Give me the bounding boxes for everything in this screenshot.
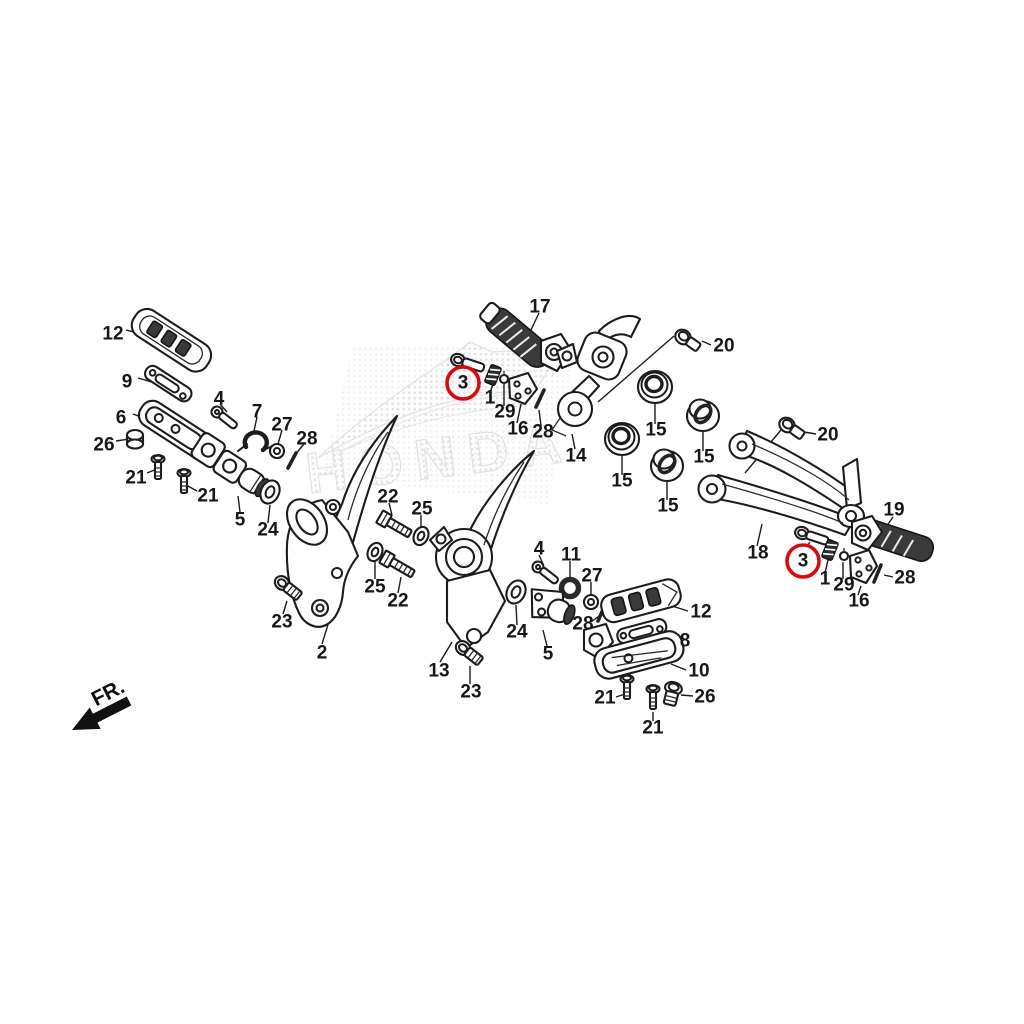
part-28-pin	[286, 451, 298, 470]
callout-20: 20	[817, 425, 838, 446]
callout-21: 21	[197, 486, 219, 507]
part-25-washer	[366, 541, 384, 563]
part-10-footrest	[593, 630, 685, 680]
part-16-plate	[848, 548, 879, 585]
part-27-washer	[582, 593, 600, 611]
callout-8: 8	[680, 631, 691, 652]
callout-17: 17	[529, 297, 550, 318]
callout-21: 21	[642, 718, 664, 739]
part-28-pin	[534, 388, 546, 409]
callout-11: 11	[561, 545, 582, 566]
callout-22: 22	[387, 591, 408, 612]
callout-16: 16	[848, 591, 869, 612]
callout-2: 2	[317, 643, 328, 664]
part-12-pad-rear	[600, 578, 682, 624]
callout-29: 29	[494, 402, 515, 423]
part-29-pin	[838, 548, 850, 562]
callout-16: 16	[507, 419, 528, 440]
part-17-footpeg	[479, 301, 573, 373]
part-4-pin	[529, 558, 562, 588]
callout-4: 4	[214, 389, 225, 410]
callout-15: 15	[645, 420, 667, 441]
part-12-pad-front	[130, 307, 213, 373]
part-21-bolt	[150, 453, 166, 481]
callout-13: 13	[428, 661, 449, 682]
part-18-bracket	[697, 429, 866, 537]
highlight-circle-3-right	[785, 543, 821, 579]
callout-23: 23	[460, 682, 481, 703]
highlight-circle-3-left	[445, 365, 481, 401]
part-15-bushing	[649, 447, 685, 483]
callout-28: 28	[296, 429, 317, 450]
callout-labels: 12 9 6 26 21 21 4 7 27 28 5 24 23 2 22 2…	[93, 297, 915, 739]
part-10-clevis-hole	[588, 632, 604, 648]
callout-21: 21	[125, 468, 147, 489]
callout-5: 5	[543, 644, 554, 665]
callout-29: 29	[833, 575, 854, 596]
fr-indicator: FR.	[72, 675, 132, 730]
callout-20: 20	[713, 336, 734, 357]
callout-28: 28	[894, 568, 915, 589]
part-15-bushing	[636, 369, 674, 405]
callout-14: 14	[565, 446, 587, 467]
callout-1: 1	[485, 388, 496, 409]
part-21-bolt	[176, 467, 192, 495]
callout-21: 21	[594, 688, 616, 709]
part-9-plate	[144, 364, 193, 403]
part-28-pin	[872, 563, 883, 584]
callout-3-circled: 3	[458, 373, 469, 394]
callout-15: 15	[657, 496, 679, 517]
callout-22: 22	[377, 487, 398, 508]
part-24-washer	[259, 479, 281, 505]
callout-25: 25	[364, 577, 386, 598]
callout-28: 28	[532, 422, 553, 443]
callout-15: 15	[693, 447, 715, 468]
callout-19: 19	[883, 500, 904, 521]
part-26-bolt	[662, 680, 683, 707]
part-24-washer	[505, 579, 527, 605]
part-11-oring	[558, 576, 582, 600]
part-2-bracket	[285, 414, 399, 628]
callout-12: 12	[102, 324, 123, 345]
callout-24: 24	[506, 622, 528, 643]
part-13-bracket	[428, 449, 536, 650]
part-20-bolt	[775, 413, 808, 443]
part-27-washer	[268, 442, 286, 460]
callout-6: 6	[116, 408, 127, 429]
callout-4: 4	[534, 539, 545, 560]
callout-9: 9	[122, 372, 133, 393]
callout-5: 5	[235, 510, 246, 531]
part-15-bushing	[685, 397, 721, 433]
part-6-footrest	[137, 399, 226, 469]
part-15-bushing	[603, 421, 641, 457]
part-19-footpeg	[850, 514, 935, 562]
part-5-pivot-rear	[530, 588, 576, 625]
callout-25: 25	[411, 499, 433, 520]
callout-27: 27	[581, 566, 602, 587]
part-25-washer	[412, 525, 430, 547]
callout-26: 26	[93, 435, 114, 456]
part-22-bolt	[375, 509, 415, 542]
callout-26: 26	[694, 687, 715, 708]
callout-10: 10	[688, 661, 709, 682]
callout-15: 15	[611, 471, 633, 492]
callout-28: 28	[572, 614, 593, 635]
part-16-plate	[507, 371, 539, 406]
callout-23: 23	[271, 612, 292, 633]
callout-27: 27	[271, 415, 292, 436]
callout-12: 12	[690, 602, 711, 623]
callout-7: 7	[252, 402, 263, 423]
fr-arrow-icon	[72, 696, 132, 730]
part-21-bolt	[645, 683, 661, 711]
part-26-nut	[125, 428, 145, 450]
callout-24: 24	[257, 520, 279, 541]
part-20-bolt	[671, 325, 704, 355]
part-29-pin	[498, 371, 510, 385]
part-7-spring	[237, 430, 274, 453]
part-14-joint	[551, 315, 642, 437]
callout-18: 18	[747, 543, 768, 564]
callout-1: 1	[820, 569, 831, 590]
callout-3-circled: 3	[798, 551, 809, 572]
